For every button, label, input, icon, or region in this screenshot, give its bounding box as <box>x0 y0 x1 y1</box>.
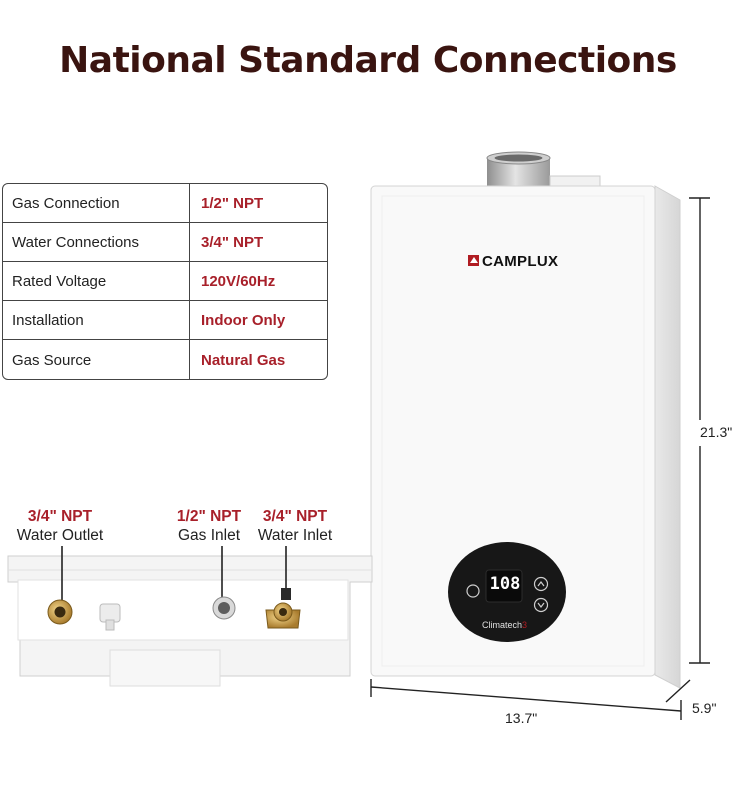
spec-row-water-connections: Water Connections 3/4" NPT <box>3 223 327 262</box>
water-outlet-callout: 3/4" NPT Water Outlet <box>4 507 116 545</box>
spec-label: Rated Voltage <box>3 262 190 300</box>
depth-dimension-line <box>665 679 691 703</box>
width-dimension: 13.7" <box>505 710 538 726</box>
gas-inlet-callout: 1/2" NPT Gas Inlet <box>170 507 248 545</box>
spec-row-gas-connection: Gas Connection 1/2" NPT <box>3 184 327 223</box>
spec-value: Indoor Only <box>201 311 286 329</box>
spec-label: Gas Connection <box>3 184 190 222</box>
spec-value: 120V/60Hz <box>201 272 276 290</box>
spec-row-installation: Installation Indoor Only <box>3 301 327 340</box>
camplux-logo <box>468 255 479 266</box>
water-heater-unit <box>370 185 681 689</box>
height-dimension: 21.3" <box>700 424 733 440</box>
water-inlet-callout: 3/4" NPT Water Inlet <box>250 507 340 545</box>
spec-label: Water Connections <box>3 223 190 261</box>
spec-label: Gas Source <box>3 340 190 379</box>
page-title: National Standard Connections <box>59 40 677 81</box>
model-number: 3 <box>522 620 528 630</box>
temperature-display: 108 <box>489 574 521 594</box>
model-label: Climatech3 <box>482 620 527 630</box>
water-inlet-size: 3/4" NPT <box>262 508 328 525</box>
spec-row-rated-voltage: Rated Voltage 120V/60Hz <box>3 262 327 301</box>
water-inlet-fitting <box>265 588 301 629</box>
spec-value: 3/4" NPT <box>201 233 264 251</box>
depth-dimension: 5.9" <box>692 700 717 716</box>
drain-plug <box>99 603 121 631</box>
brand-name: CAMPLUX <box>482 253 559 270</box>
model-text: Climatech <box>482 620 523 630</box>
spec-value: 1/2" NPT <box>201 194 264 212</box>
gas-inlet-label: Gas Inlet <box>177 527 241 544</box>
spec-row-gas-source: Gas Source Natural Gas <box>3 340 327 379</box>
water-outlet-fitting <box>47 599 73 625</box>
control-panel <box>448 542 566 642</box>
water-outlet-label: Water Outlet <box>16 527 104 544</box>
water-inlet-label: Water Inlet <box>257 527 333 544</box>
height-dimension-line <box>689 197 710 664</box>
width-dimension-line <box>370 679 682 720</box>
gas-inlet-size: 1/2" NPT <box>176 508 242 525</box>
spec-label: Installation <box>3 301 190 339</box>
spec-value: Natural Gas <box>201 352 286 369</box>
bottom-view <box>7 555 373 687</box>
water-outlet-size: 3/4" NPT <box>27 508 93 525</box>
gas-inlet-fitting <box>212 596 236 620</box>
spec-table: Gas Connection 1/2" NPT Water Connection… <box>2 183 328 380</box>
